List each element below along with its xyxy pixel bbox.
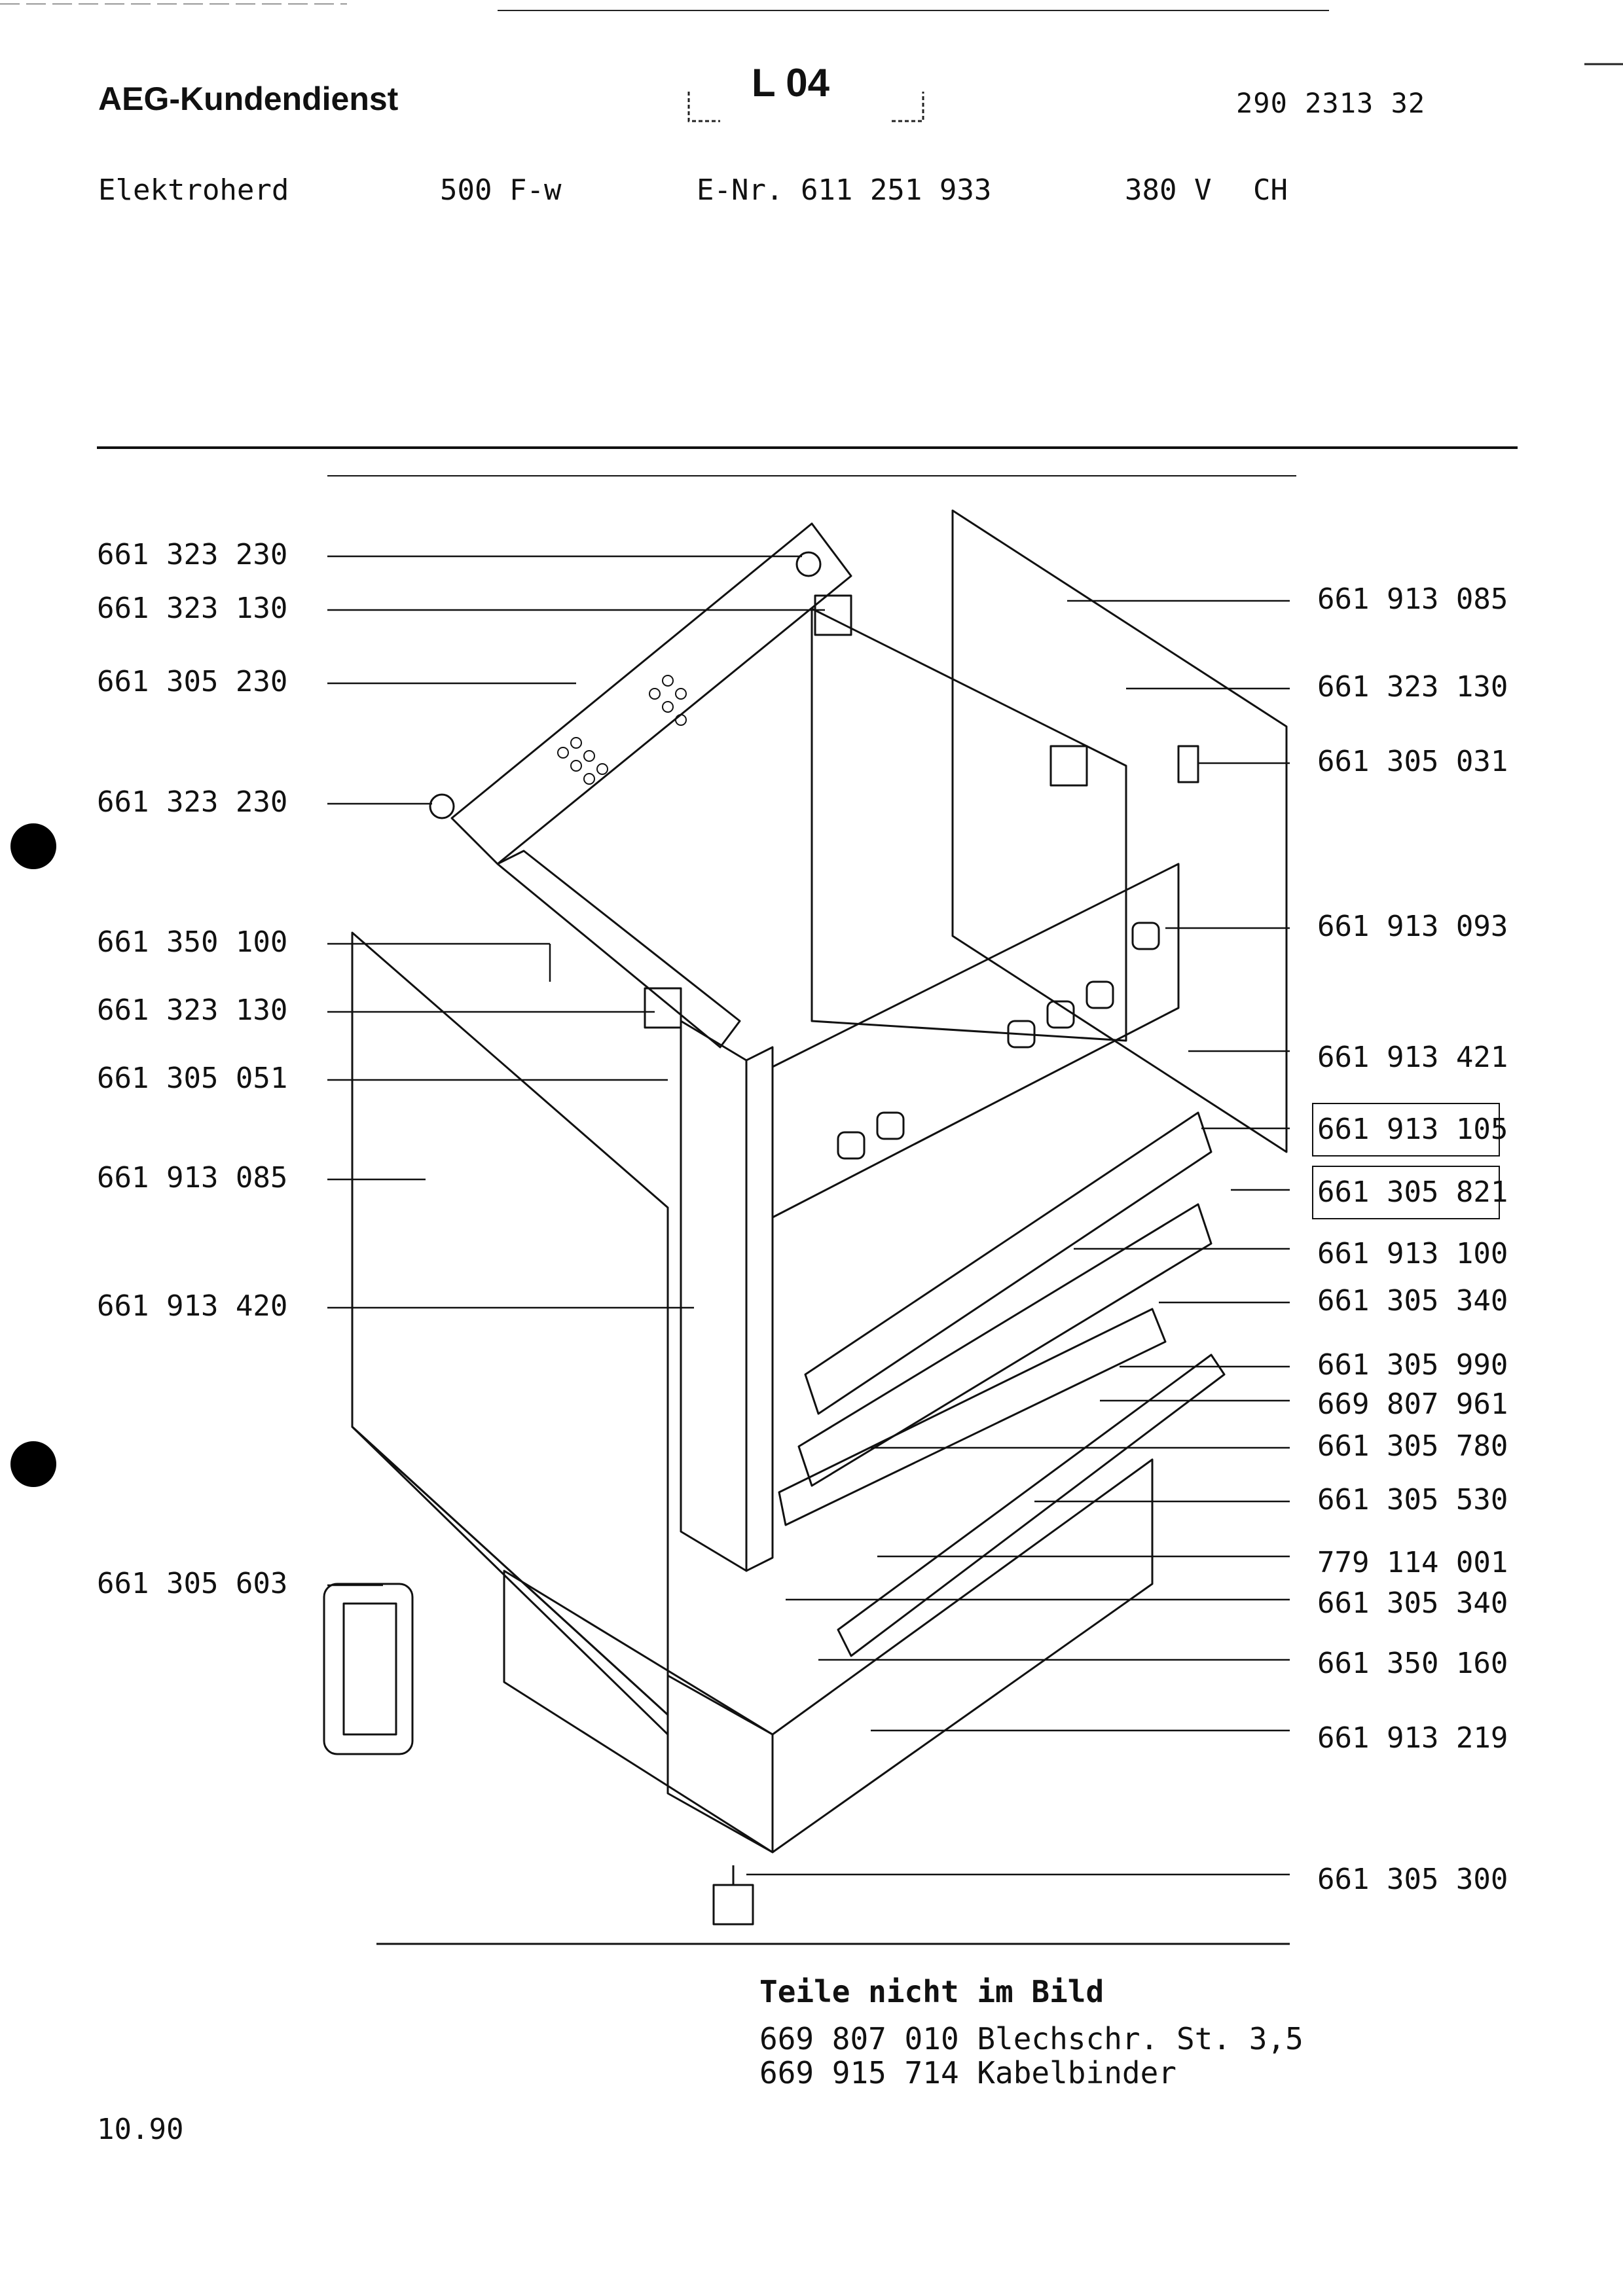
punch-hole-bottom (10, 1441, 56, 1487)
part-label-left: 661 350 100 (97, 925, 288, 959)
part-label-right: 661 913 219 (1317, 1721, 1508, 1755)
brand-title: AEG-Kundendienst (98, 81, 399, 117)
front-strut (680, 1020, 748, 1572)
punch-hole-top (10, 823, 56, 869)
crossbar-middle (797, 1203, 1213, 1487)
part-label-right: 661 323 130 (1317, 670, 1508, 704)
part-label-right: 661 305 340 (1317, 1587, 1508, 1620)
hinge-rear-right (1049, 745, 1088, 787)
document-date: 10.90 (97, 2113, 184, 2146)
hinge-front (644, 987, 682, 1029)
part-label-right: 661 305 300 (1317, 1863, 1508, 1896)
leader-lines-right (746, 600, 1290, 1876)
part-label-left: 661 323 230 (97, 785, 288, 819)
base-plate (503, 1458, 1154, 1854)
product-model: 500 F-w (440, 173, 562, 207)
top-rear-frame (450, 522, 852, 865)
ring-left (429, 793, 455, 819)
part-label-right: 661 913 093 (1317, 910, 1508, 943)
control-panel (771, 863, 1180, 1219)
part-label-right: 661 913 421 (1317, 1041, 1508, 1074)
part-label-right: 661 305 031 (1317, 745, 1508, 778)
part-label-right: 661 913 085 (1317, 583, 1508, 616)
part-label-left: 661 323 130 (97, 592, 288, 625)
part-label-left: 661 305 603 (97, 1567, 288, 1600)
vent-holes (557, 675, 687, 785)
part-label-right: 661 350 160 (1317, 1647, 1508, 1680)
frame-top-line (327, 475, 1296, 476)
part-label-right: 661 305 530 (1317, 1483, 1508, 1516)
product-country: CH (1253, 173, 1288, 207)
part-label-right: 779 114 001 (1317, 1546, 1508, 1579)
control-knobs (837, 922, 1160, 1160)
product-voltage: 380 V (1125, 173, 1212, 207)
part-label-left: 661 323 230 (97, 538, 288, 571)
part-label-right: 661 305 821 (1317, 1175, 1508, 1209)
leader-lines-left (327, 555, 825, 1587)
adjustable-foot (712, 1884, 754, 1926)
ring-top (795, 551, 822, 577)
part-label-right: 669 807 961 (1317, 1388, 1508, 1421)
product-enr: E-Nr. 611 251 933 (697, 173, 992, 207)
part-label-right: 661 305 340 (1317, 1284, 1508, 1318)
part-label-left: 661 305 051 (97, 1062, 288, 1095)
part-label-right: 661 305 990 (1317, 1348, 1508, 1382)
back-wall (811, 607, 1127, 1042)
vent-panel (323, 1583, 414, 1755)
left-side-panel (351, 931, 669, 1716)
bracket-right (1177, 745, 1199, 783)
header-divider (97, 446, 1518, 449)
hinge-rear-left (814, 594, 852, 636)
part-label-left: 661 913 420 (97, 1289, 288, 1323)
notes-line: 669 807 010 Blechschr. St. 3,5 (759, 2021, 1304, 2056)
crossbar-upper (804, 1111, 1213, 1415)
right-side-panel (951, 509, 1288, 1153)
notes-title: Teile nicht im Bild (759, 1974, 1104, 2009)
section-code: L 04 (752, 61, 830, 105)
part-label-left: 661 305 230 (97, 665, 288, 698)
front-rail (837, 1354, 1226, 1657)
part-label-left: 661 323 130 (97, 994, 288, 1027)
part-label-right: 661 305 780 (1317, 1429, 1508, 1463)
document-number: 290 2313 32 (1236, 87, 1426, 119)
part-label-right: 661 913 100 (1317, 1237, 1508, 1270)
part-label-right: 661 913 105 (1317, 1113, 1508, 1146)
notes-line: 669 915 714 Kabelbinder (759, 2055, 1176, 2090)
product-type: Elektroherd (98, 173, 289, 207)
part-label-left: 661 913 085 (97, 1161, 288, 1194)
